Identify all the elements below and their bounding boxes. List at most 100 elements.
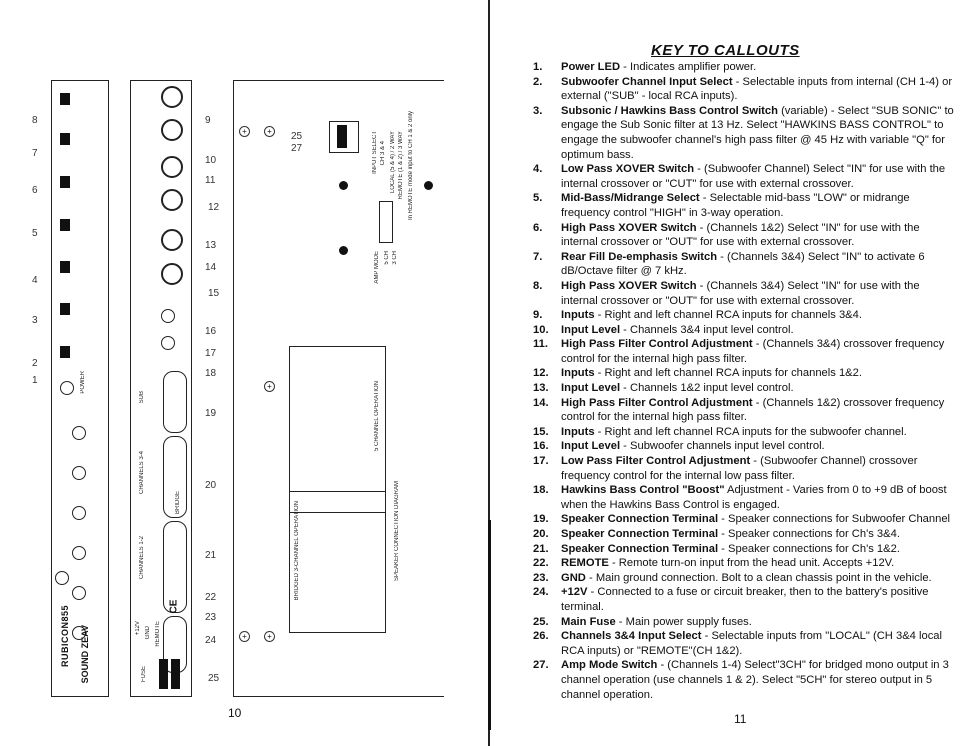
callout-item-number: 15. (533, 425, 549, 438)
left-page-diagram: POWER RUBICON855 SOUND ZEAV SUB CHANNELS… (32, 80, 444, 720)
callout-11: 11 (205, 175, 216, 186)
switch-5 (60, 219, 70, 231)
callout-item-desc: - (Channels 1&2) crossover frequency con… (561, 396, 945, 424)
callout-item-text: Speaker Connection Terminal - Speaker co… (561, 527, 959, 542)
callout-item-desc: - (Channels 1-4) Select"3CH" for bridged… (561, 659, 949, 701)
callout-item-number: 18. (533, 484, 549, 497)
callout-16: 16 (205, 326, 217, 337)
callout-item-number: 25. (533, 615, 549, 628)
callout-item-number: 1. (533, 61, 543, 73)
switch-27 (337, 125, 347, 137)
callout-14: 14 (205, 262, 217, 273)
callout-item: 11.High Pass Filter Control Adjustment -… (533, 337, 959, 366)
callout-item: 23. GND - Main ground connection. Bolt to… (533, 571, 959, 586)
callout-item-number: 23. (533, 571, 549, 584)
callout-item: 2.Subwoofer Channel Input Select - Selec… (533, 75, 959, 104)
knob-icon (72, 586, 86, 600)
callout-item-name: Channels 3&4 Input Select (561, 630, 702, 643)
callout-item-number: 13. (533, 382, 549, 395)
bridge-label: BRIDGE (175, 491, 181, 515)
callout-item: 17.Low Pass Filter Control Adjustment - … (533, 454, 959, 483)
knob-icon (72, 426, 86, 440)
callout-item: 22.REMOTE - Remote turn-on input from th… (533, 556, 959, 571)
callout-item: 20.Speaker Connection Terminal - Speaker… (533, 527, 959, 542)
callout-item-desc: - Speaker connections for Ch's 1&2. (718, 542, 900, 555)
callout-item-name: GND (561, 571, 586, 584)
callout-item-name: High Pass XOVER Switch (561, 279, 697, 292)
callout-item-name: Amp Mode Switch (561, 659, 658, 672)
callout-24: 24 (205, 635, 217, 646)
callout-9: 9 (205, 115, 211, 126)
fuse-label: FUSE (141, 666, 147, 683)
callout-item: 16.Input Level - Subwoofer channels inpu… (533, 439, 959, 454)
callout-item: 15. Inputs - Right and left channel RCA i… (533, 425, 959, 440)
callout-item-desc: - (Subwoofer Channel) Select "IN" for us… (561, 163, 946, 190)
screw-icon: + (264, 631, 275, 642)
callout-10: 10 (205, 155, 217, 166)
callout-item-number: 3. (533, 104, 543, 117)
callout-item-text: High Pass Filter Control Adjustment - (C… (561, 337, 959, 366)
callout-7: 7 (32, 148, 38, 159)
callout-item-text: Rear Fill De-emphasis Switch - (Channels… (561, 250, 959, 279)
callout-item-desc: - Selectable inputs from "LOCAL" (CH 3&4… (561, 630, 942, 657)
callout-item-text: High Pass Filter Control Adjustment - (C… (561, 396, 959, 425)
callout-item: 7. Rear Fill De-emphasis Switch - (Channe… (533, 250, 959, 279)
callout-6: 6 (32, 185, 38, 196)
callout-2: 2 (32, 358, 38, 369)
callout-item-name: Hawkins Bass Control "Boost" (561, 484, 725, 497)
callout-item-number: 8. (533, 279, 543, 292)
page-gutter (488, 0, 490, 746)
bridged-3-channel-label: BRIDGED 3-CHANNEL OPERATION (294, 501, 300, 601)
ch12-terminal (163, 521, 187, 613)
five-ch-label: 5 CH (384, 251, 390, 265)
callout-item-number: 21. (533, 542, 549, 555)
callout-13: 13 (205, 240, 217, 251)
ch34-terminal (163, 436, 187, 518)
callout-item-name: Power LED (561, 61, 621, 73)
gnd-label: GND (145, 626, 151, 640)
callout-item: 1. Power LED - Indicates amplifier power. (533, 60, 959, 75)
amp-mode-label: AMP MODE (374, 251, 380, 284)
indicator-dot-icon (339, 181, 348, 190)
callout-item-text: GND - Main ground connection. Bolt to a … (561, 571, 959, 586)
callout-1: 1 (32, 375, 38, 386)
ce-mark: CE (168, 599, 180, 614)
top-view-panel: + + + + + 25 27 INPUT SELECT CH 3 & 4 LO… (233, 80, 444, 697)
rca-input-icon (161, 156, 183, 178)
callout-item-number: 17. (533, 455, 549, 468)
power-label: POWER (80, 371, 86, 394)
bridged-diagram (289, 491, 386, 633)
callout-item-number: 7. (533, 250, 543, 263)
speaker-connection-diagram-label: SPEAKER CONNECTION DIAGRAM (394, 481, 400, 582)
callout-list: 1. Power LED - Indicates amplifier power.… (533, 60, 959, 702)
callout-item-name: REMOTE (561, 557, 609, 570)
callout-item: 27.Amp Mode Switch - (Channels 1-4) Sele… (533, 658, 959, 702)
knob-icon (72, 546, 86, 560)
input-select-ch-label: CH 3 & 4 (380, 141, 386, 166)
callout-item-name: Input Level (561, 440, 621, 453)
callout-item-text: Speaker Connection Terminal - Speaker co… (561, 542, 959, 557)
callout-item-name: High Pass XOVER Switch (561, 221, 697, 234)
callout-item-number: 6. (533, 221, 543, 234)
switch-25 (337, 136, 347, 148)
callout-item-desc: - Channels 1&2 input level control. (620, 382, 794, 395)
brand-model: RUBICON855 (60, 605, 70, 668)
callout-item-text: High Pass XOVER Switch - (Channels 3&4) … (561, 279, 959, 308)
channels-12-label: CHANNELS 1-2 (139, 536, 145, 580)
remote-note-label: In REMOTE mode input to CH 1 & 2 only (408, 111, 414, 221)
callout-item-text: Subsonic / Hawkins Bass Control Switch (… (561, 104, 959, 162)
callout-item: 21. Speaker Connection Terminal - Speaker… (533, 542, 959, 557)
callout-item: 12.Inputs - Right and left channel RCA i… (533, 366, 959, 381)
callout-15: 15 (208, 288, 220, 299)
callout-item-text: Inputs - Right and left channel RCA inpu… (561, 425, 959, 440)
callout-item-desc: - (Channels 3&4) Select "IN" to activate… (561, 250, 925, 278)
callout-item-desc: Adjustment - Varies from 0 to +9 dB of b… (561, 484, 947, 511)
remote-label: REMOTE (155, 621, 161, 647)
five-channel-diagram (289, 346, 386, 513)
callout-item: 14.High Pass Filter Control Adjustment -… (533, 396, 959, 425)
callout-item-desc: - Indicates amplifier power. (620, 61, 757, 73)
callout-item-number: 24. (533, 586, 549, 599)
screw-icon: + (239, 126, 250, 137)
callout-item-text: Power LED - Indicates amplifier power. (561, 60, 959, 75)
callout-item-desc: - Subwoofer channels input level control… (620, 440, 825, 453)
